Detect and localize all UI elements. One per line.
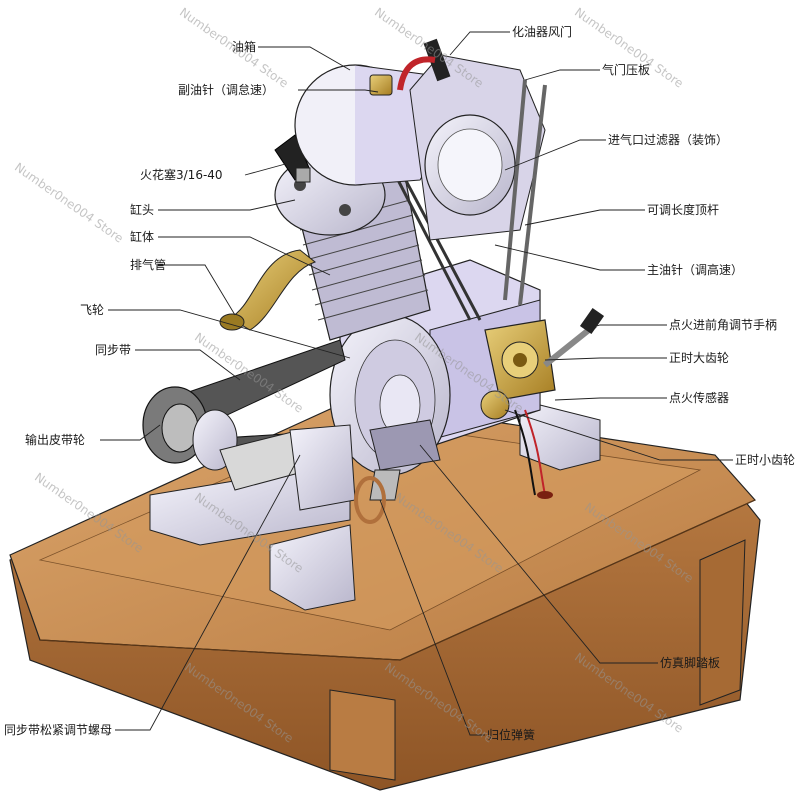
label-exhaust-pipe: 排气管 [130,258,167,272]
label-pushrod: 可调长度顶杆 [647,203,720,217]
label-ignition-sensor: 点火传感器 [669,391,730,405]
timing-gear-large [484,319,556,401]
ignition-handle [543,307,605,368]
label-ignition-handle: 点火进前角调节手柄 [669,318,778,332]
pushrod [503,79,547,306]
label-intake-filter: 进气口过滤器（装饰） [608,133,729,147]
label-timing-belt: 同步带 [95,343,132,357]
timing-gear-small [480,390,510,420]
label-spark-plug: 火花塞3/16-40 [140,168,223,182]
leader-lines [100,31,733,736]
output-shaft [219,424,356,511]
label-cylinder-body: 缸体 [130,230,155,244]
label-big-gear: 正时大齿轮 [669,351,730,365]
exhaust-pipe [219,249,317,331]
label-pedal: 仿真脚踏板 [660,656,721,670]
return-spring [354,476,386,524]
label-small-gear: 正时小齿轮 [735,453,796,467]
label-cylinder-head: 缸头 [130,203,155,217]
label-main-needle: 主油针（调高速） [647,263,744,277]
label-throttle-plate: 气门压板 [602,63,651,77]
label-belt-nut: 同步带松紧调节螺母 [4,723,113,737]
spark-plug [274,134,311,183]
pedal [369,419,441,501]
label-fuel-tank: 油箱 [232,40,257,54]
label-carb-damper: 化油器风门 [512,25,573,39]
label-flywheel: 飞轮 [80,303,105,317]
intake-filter [424,114,516,216]
ignition-sensor [514,409,553,499]
label-aux-needle: 副油针（调怠速） [178,83,275,97]
label-return-spring: 归位弹簧 [487,728,536,742]
label-output-pulley: 输出皮带轮 [25,433,86,447]
